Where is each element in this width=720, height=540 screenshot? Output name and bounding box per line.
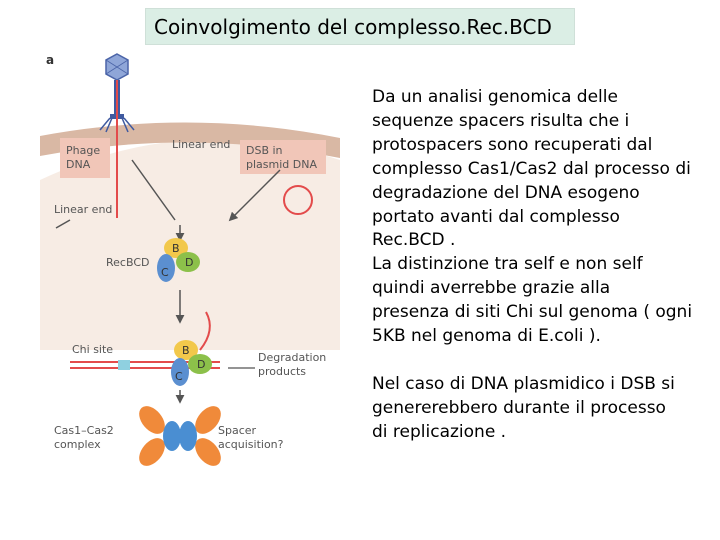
svg-text:B: B — [182, 344, 190, 357]
recbcd-complex-bottom: B C D — [171, 340, 212, 386]
explanation-text: Da un analisi genomica delle sequenze sp… — [372, 86, 717, 445]
arrow-from-phage — [131, 159, 176, 221]
subunit-c — [157, 254, 175, 282]
label-linear-end-top: Linear end — [172, 138, 230, 151]
paragraph-recbcd-role: Da un analisi genomica delle sequenze sp… — [372, 87, 693, 347]
subunit-b — [164, 238, 188, 258]
recbcd-complex-top: B C D — [157, 238, 200, 282]
paragraph-plasmid-dsb: Nel caso di DNA plasmidico i DSB si gene… — [372, 373, 675, 442]
cell-membrane — [40, 122, 340, 158]
plasmid-circle — [283, 185, 313, 215]
slide-title: Coinvolgimento del complesso.Rec.BCD — [154, 15, 552, 39]
chi-site-mark — [118, 360, 130, 370]
label-recbcd: RecBCD — [106, 256, 149, 269]
cytoplasm — [40, 139, 340, 350]
phage-dna-box — [60, 138, 110, 178]
label-chi-site: Chi site — [72, 343, 113, 356]
subunit-d — [176, 252, 200, 272]
svg-text:C: C — [161, 266, 169, 279]
arrow-linear-end — [55, 219, 71, 229]
degraded-strand — [199, 311, 211, 351]
label-linear-end-left: Linear end — [54, 203, 112, 216]
svg-text:C: C — [175, 370, 183, 383]
plasmid-box — [240, 140, 326, 174]
phage-icon — [99, 53, 135, 218]
arrow-from-plasmid — [228, 169, 281, 222]
svg-text:D: D — [197, 358, 205, 371]
panel-label: a — [46, 53, 54, 67]
slide-title-box: Coinvolgimento del complesso.Rec.BCD — [145, 8, 575, 45]
svg-text:D: D — [185, 256, 193, 269]
svg-text:B: B — [172, 242, 180, 255]
cas1-cas2-complex — [139, 406, 221, 466]
